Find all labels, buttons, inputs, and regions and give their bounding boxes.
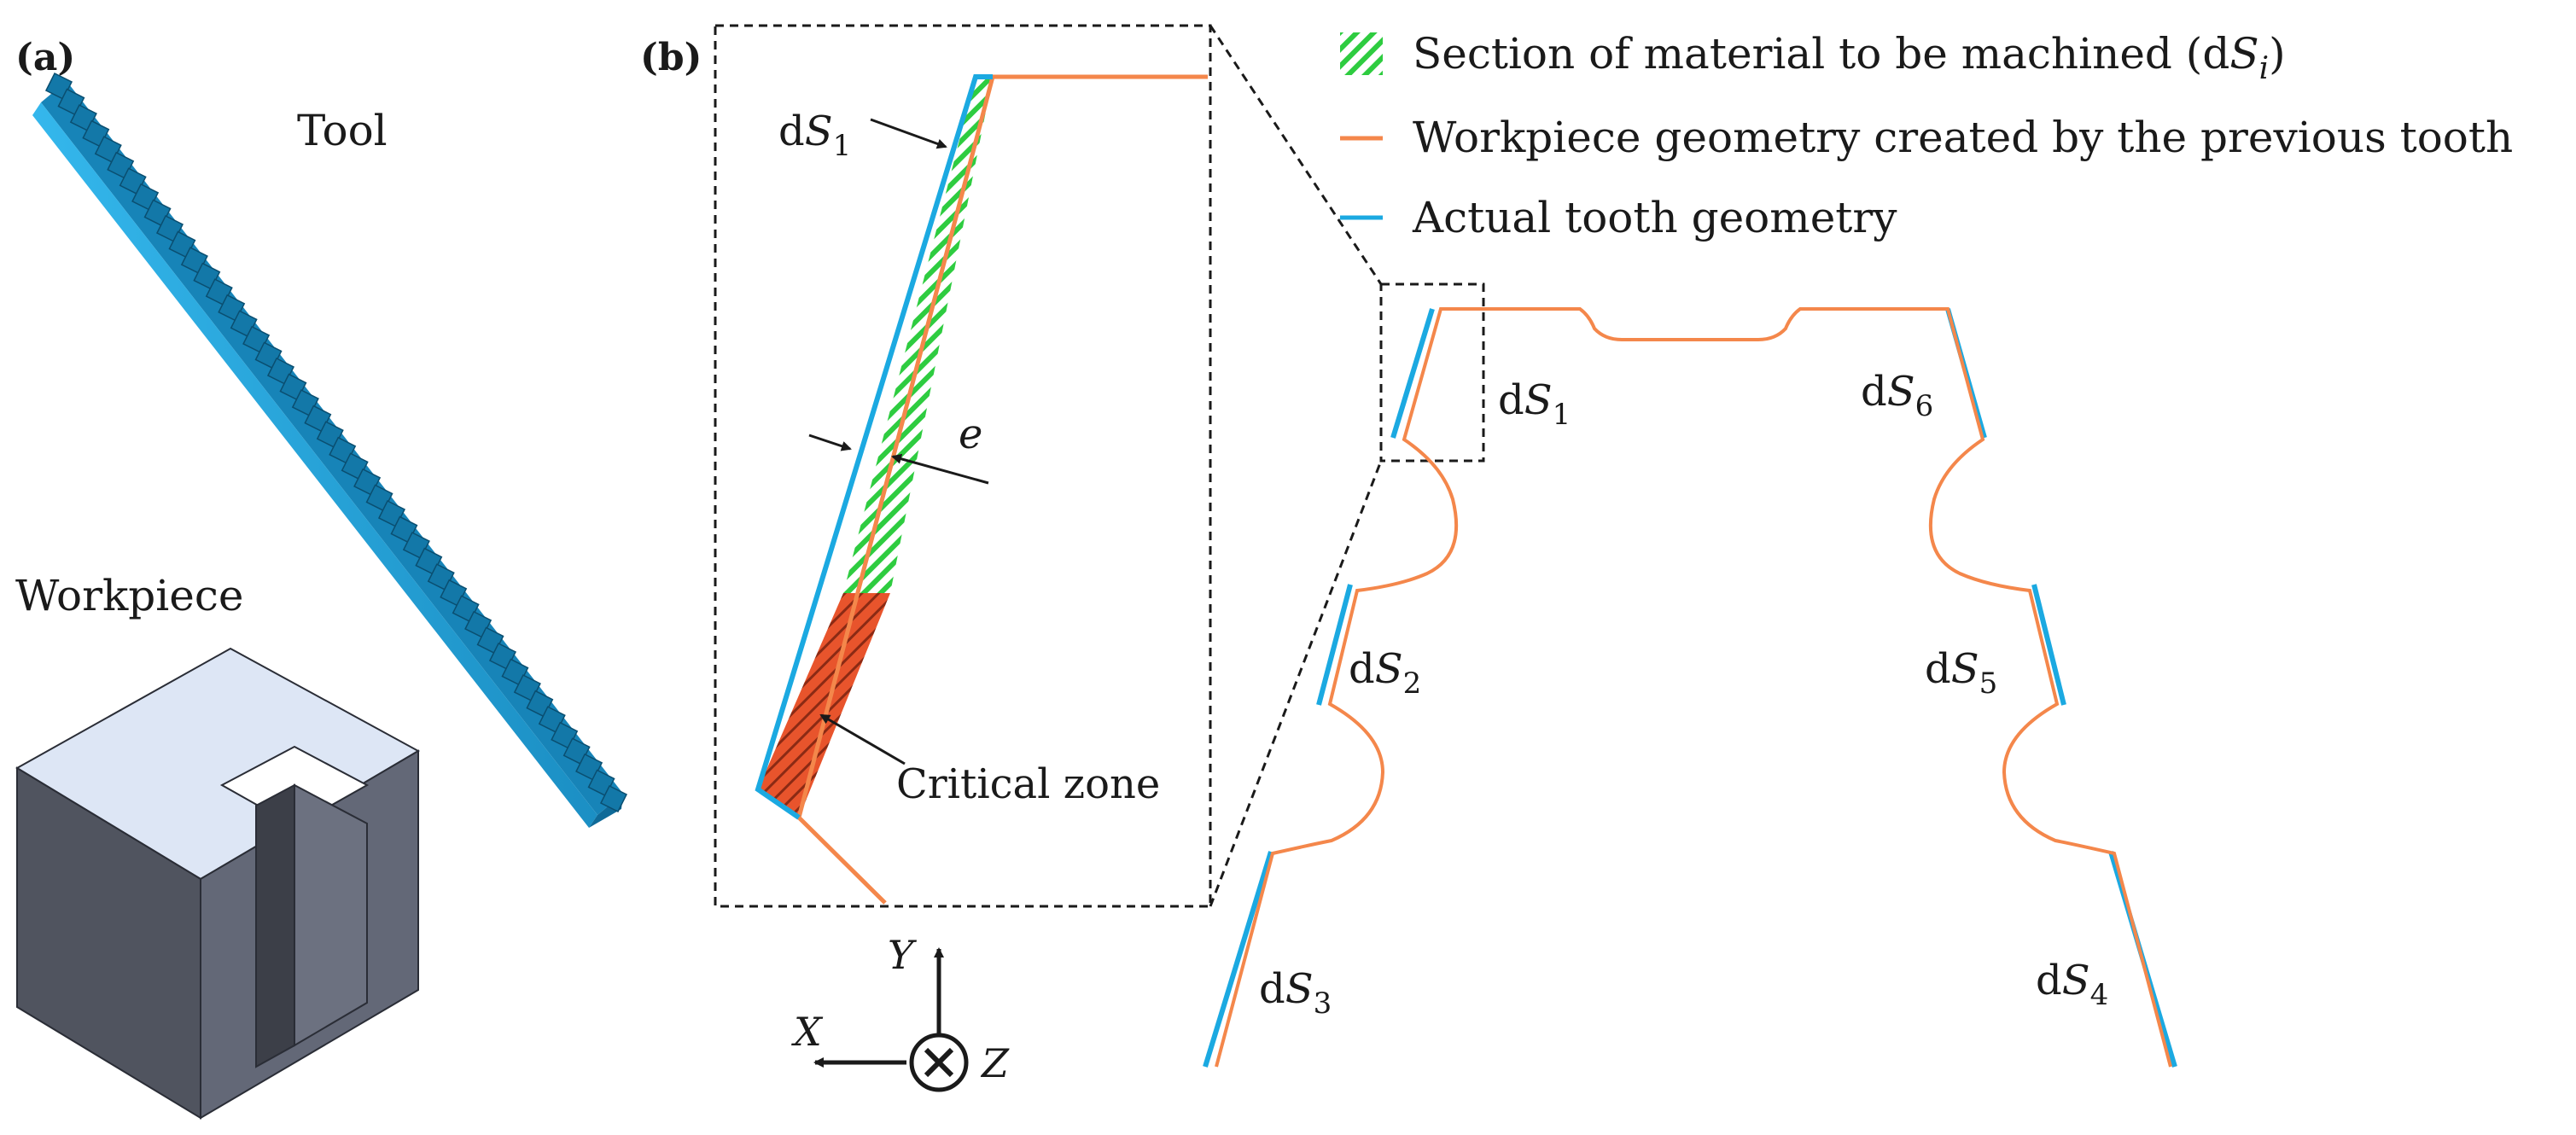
tool-rack [32,72,628,828]
thickness-label: e [959,410,982,458]
detail-frame [714,24,1212,908]
z-axis-cross-b [924,1047,954,1078]
profile-label-ds2: dS2 [1349,645,1421,701]
x-axis-label: X [791,1009,824,1055]
tooth-flanks-blue [1203,308,2177,1068]
zoom-line-bottom [1209,460,1383,907]
tooth-profile [1203,307,2177,1068]
profile-label-ds5: dS5 [1925,645,1997,701]
thickness-arrow-left [808,434,852,451]
tool-label: Tool [297,106,388,155]
legend-item-section: Section of material to be machined (dSi) [1413,29,2286,86]
y-axis-label: Y [888,932,918,978]
zoom-source-box [1379,282,1485,463]
legend-hatch-swatch [1340,32,1383,75]
thickness-arrow-right [891,453,989,485]
critical-zone [758,593,890,818]
detail-workpiece-edge [796,74,1208,905]
legend: Section of material to be machined (dSi)… [1340,29,2513,242]
profile-label-ds4: dS4 [2036,957,2108,1012]
profile-label-ds1: dS1 [1498,376,1571,432]
profile-label-ds3: dS3 [1259,965,1332,1021]
detail-tooth-edge [755,74,993,820]
rack-teeth [44,72,628,813]
panel-b-label: (b) [640,36,702,79]
material-section-hatch [843,77,993,593]
critical-zone-label: Critical zone [896,760,1160,808]
workpiece-profile-orange [1215,307,2172,1068]
workpiece-block [15,647,421,1120]
panel-a-label: (a) [15,36,75,79]
z-axis-label: Z [980,1040,1010,1086]
legend-item-tooth: Actual tooth geometry [1412,193,1897,242]
zoom-line-top [1209,25,1383,285]
legend-item-workpiece: Workpiece geometry created by the previo… [1413,113,2513,162]
profile-label-ds6: dS6 [1861,368,1933,423]
rack-tooth [599,784,628,813]
workpiece-label: Workpiece [15,571,243,620]
detail-ds1-arrow [870,118,947,149]
coordinate-system: Y X Z [791,932,1010,1092]
detail-ds1-label: dS1 [778,108,851,163]
critical-zone-arrow [819,713,906,765]
detail-geometry [755,74,1208,905]
